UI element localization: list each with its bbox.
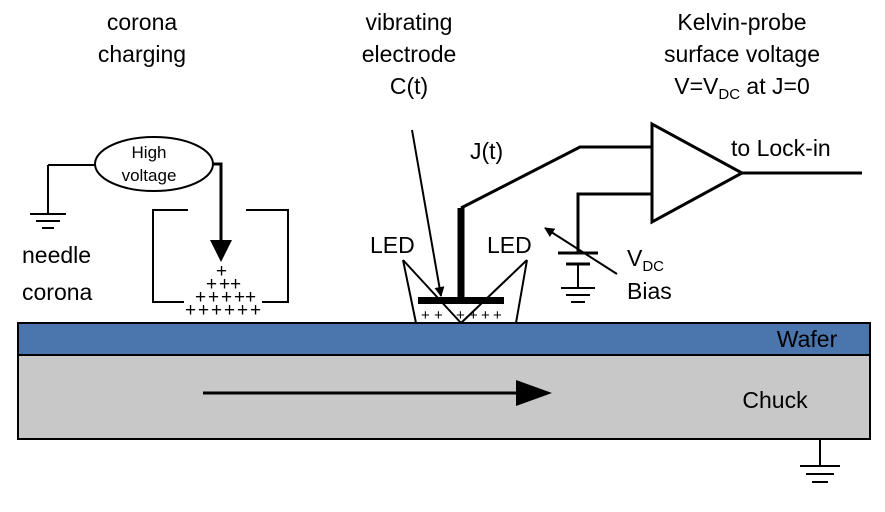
svg-text:+: +: [221, 287, 232, 308]
led-left-beam-inner: [402, 259, 462, 324]
svg-text:+: +: [469, 307, 478, 324]
wafer-label: Wafer: [777, 326, 838, 352]
corona-title-line2: charging: [98, 41, 186, 67]
svg-text:+: +: [195, 287, 206, 308]
svg-text:+: +: [230, 274, 241, 295]
wafer-layer: [17, 322, 871, 356]
electrode-pointer-arrow: [411, 129, 445, 297]
corona-shield-right: [246, 209, 289, 303]
led-right-beam-outer: [515, 259, 528, 324]
svg-text:+: +: [219, 274, 230, 295]
variable-bias-arrow: [544, 227, 618, 275]
corona-charges: + + + + + + + + + + + + + + +: [185, 261, 261, 321]
lockin-label: to Lock-in: [731, 135, 831, 161]
current-label: J(t): [470, 138, 503, 164]
svg-text:+: +: [206, 274, 217, 295]
high-voltage-label-line2: voltage: [122, 166, 177, 185]
led-right-label: LED: [487, 232, 532, 258]
needle-corona-label-line1: needle: [22, 242, 91, 268]
led-left-beam-outer: [402, 259, 417, 324]
svg-text:+: +: [198, 300, 209, 321]
high-voltage-label-line1: High: [132, 143, 167, 162]
bias-wire: [576, 192, 652, 253]
svg-text:+: +: [216, 261, 227, 282]
bias-ground-icon: [561, 287, 595, 303]
svg-text:+: +: [211, 300, 222, 321]
vdc-label: VDC: [627, 245, 664, 275]
kelvin-title-line2: surface voltage: [664, 41, 820, 67]
svg-text:+: +: [185, 300, 196, 321]
chuck-label: Chuck: [742, 387, 808, 413]
svg-text:+: +: [208, 287, 219, 308]
led-left-label: LED: [370, 232, 415, 258]
corona-title-line1: corona: [107, 9, 178, 35]
svg-text:+: +: [245, 287, 256, 308]
electrode-title-line2: electrode: [362, 41, 457, 67]
chuck-ground-icon: [800, 439, 840, 483]
svg-text:+: +: [224, 300, 235, 321]
signal-wire: [460, 145, 652, 210]
svg-text:+: +: [234, 287, 245, 308]
kelvin-title-line3: V=VDC at J=0: [674, 73, 809, 103]
corona-shield-left: [152, 209, 188, 303]
needle-wire: [213, 162, 223, 243]
wafer-surface-charges: + + + + + +: [421, 307, 502, 324]
chuck-block: [17, 354, 871, 440]
svg-text:+: +: [493, 307, 502, 324]
electrode-title-line1: vibrating: [366, 9, 453, 35]
svg-text:+: +: [237, 300, 248, 321]
needle-corona-label-line2: corona: [22, 279, 93, 305]
svg-text:+: +: [456, 307, 465, 324]
kelvin-title-line1: Kelvin-probe: [677, 9, 806, 35]
svg-text:+: +: [434, 307, 443, 324]
electrode-title-line3: C(t): [390, 73, 428, 99]
bias-label: Bias: [627, 278, 672, 304]
led-right-beam-inner: [460, 259, 528, 324]
scan-direction-arrow: [516, 380, 552, 406]
svg-text:+: +: [481, 307, 490, 324]
svg-text:+: +: [250, 300, 261, 321]
corona-ground-icon: [30, 165, 66, 229]
electrode-plate: [418, 297, 504, 304]
needle-arrow-icon: [210, 240, 232, 262]
amplifier-icon: [650, 121, 746, 225]
svg-text:+: +: [421, 307, 430, 324]
